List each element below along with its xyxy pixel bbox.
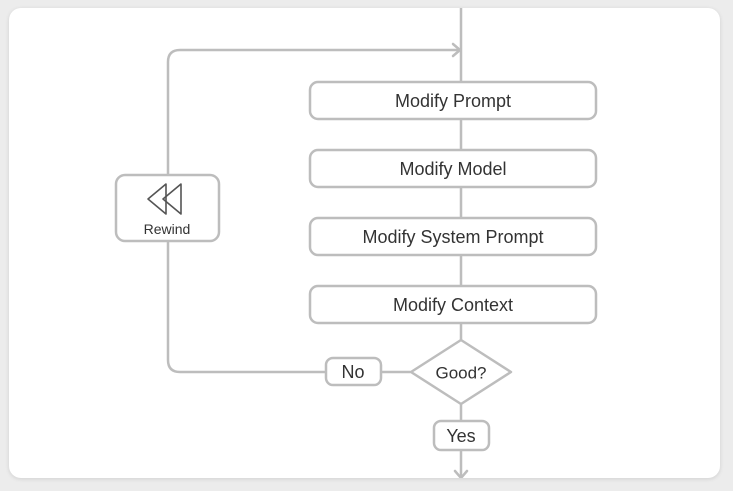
no-pill: No: [324, 356, 383, 387]
step-label: Modify Prompt: [395, 91, 511, 111]
decision-diamond: Good?: [409, 338, 513, 406]
step-label: Modify System Prompt: [362, 227, 543, 247]
step-box-modify-context: Modify Context: [308, 284, 598, 325]
no-label: No: [341, 362, 364, 382]
step-label: Modify Context: [393, 295, 513, 315]
yes-pill: Yes: [432, 419, 491, 452]
rewind-icon: [147, 183, 182, 215]
step-box-modify-system-prompt: Modify System Prompt: [308, 216, 598, 257]
step-label: Modify Model: [399, 159, 506, 179]
loop-back-line: [166, 239, 328, 374]
loop-back-line-upper: [166, 48, 462, 177]
down-arrowhead: [453, 469, 469, 478]
yes-label: Yes: [446, 426, 475, 446]
rewind-label: Rewind: [144, 221, 191, 237]
decision-label: Good?: [435, 364, 486, 383]
step-box-modify-model: Modify Model: [308, 148, 598, 189]
right-arrowhead: [451, 42, 462, 58]
step-box-modify-prompt: Modify Prompt: [308, 80, 598, 121]
rewind-box: Rewind: [114, 173, 221, 243]
